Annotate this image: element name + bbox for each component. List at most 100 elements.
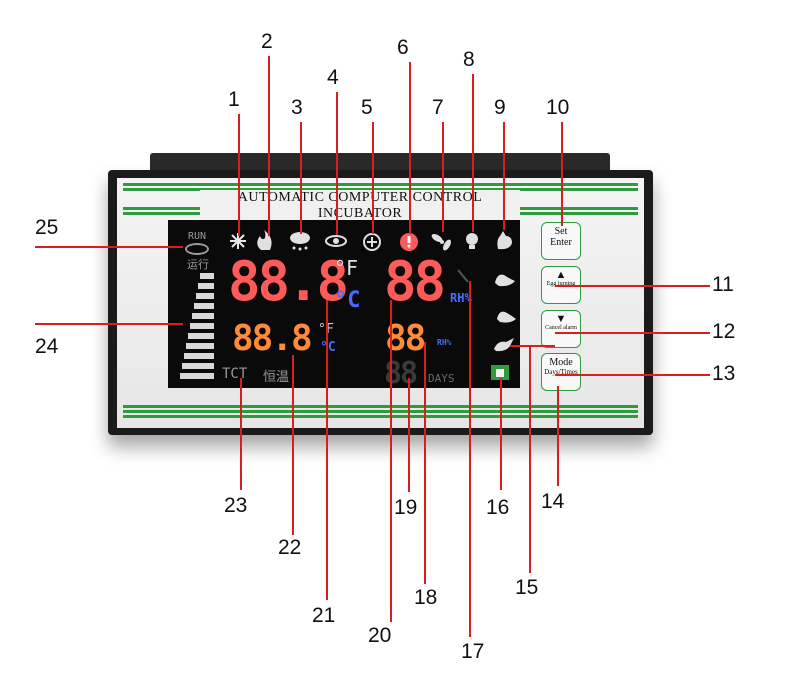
sub-rh-label: RH% bbox=[437, 338, 452, 347]
callout-20: 20 bbox=[368, 624, 392, 647]
alarm-icon bbox=[400, 233, 418, 251]
days-label: DAYS bbox=[428, 372, 455, 385]
green-stripe-bottom-2 bbox=[123, 410, 638, 413]
mode-button[interactable]: Mode Days/Times bbox=[541, 353, 581, 391]
bar-graph-segment bbox=[194, 303, 214, 309]
green-stripe-top-1 bbox=[123, 183, 638, 186]
leader-5 bbox=[372, 122, 374, 234]
callout-14: 14 bbox=[541, 490, 565, 513]
bar-graph-segment bbox=[184, 353, 214, 359]
bar-graph-segment bbox=[196, 293, 214, 299]
mist-cloud-icon bbox=[290, 232, 310, 251]
tct-label: TCT bbox=[222, 366, 248, 382]
down-arrow-icon: ▼ bbox=[555, 313, 567, 325]
enter-label: Enter bbox=[550, 237, 572, 248]
leader-7 bbox=[442, 122, 444, 232]
up-arrow-icon: ▲ bbox=[555, 269, 567, 281]
leader-2 bbox=[268, 56, 270, 236]
leader-24 bbox=[35, 323, 183, 325]
leader-23 bbox=[240, 378, 242, 490]
callout-5: 5 bbox=[361, 96, 373, 119]
callout-22: 22 bbox=[278, 536, 302, 559]
mode-label: Mode bbox=[549, 357, 573, 368]
callout-25: 25 bbox=[35, 216, 59, 239]
cancel-alarm-down-button[interactable]: ▼ Cancel alarm bbox=[541, 310, 581, 348]
pigeon-icon bbox=[494, 338, 514, 352]
run-label: RUN bbox=[188, 231, 207, 242]
bar-graph-segment bbox=[186, 343, 214, 349]
callout-17: 17 bbox=[461, 640, 485, 663]
days-display: 88 bbox=[384, 356, 418, 391]
callout-11: 11 bbox=[712, 273, 734, 296]
callout-23: 23 bbox=[224, 494, 248, 517]
deg-c-label: °C bbox=[334, 288, 361, 313]
leader-16 bbox=[500, 378, 502, 490]
goose-icon bbox=[495, 274, 515, 287]
deg-f-label: °F bbox=[334, 256, 359, 280]
leader-18 bbox=[424, 342, 426, 584]
callout-10: 10 bbox=[546, 96, 570, 119]
constant-temp-label: 恒温 bbox=[263, 370, 290, 385]
leader-9 bbox=[503, 122, 505, 230]
callout-7: 7 bbox=[432, 96, 444, 119]
callout-6: 6 bbox=[397, 36, 409, 59]
callout-8: 8 bbox=[463, 48, 475, 71]
leader-14 bbox=[557, 386, 559, 486]
sub-deg-f-label: °F bbox=[318, 322, 334, 337]
callout-2: 2 bbox=[261, 30, 273, 53]
leader-3 bbox=[300, 122, 302, 234]
sub-deg-c-label: °C bbox=[320, 340, 336, 355]
callout-13: 13 bbox=[712, 362, 736, 385]
bar-graph-segment bbox=[198, 283, 214, 289]
rh-percent-label: RH% bbox=[450, 291, 472, 305]
leader-17 bbox=[469, 281, 471, 637]
callout-12: 12 bbox=[712, 320, 736, 343]
leader-11 bbox=[555, 285, 710, 287]
set-enter-button[interactable]: Set Enter bbox=[541, 222, 581, 260]
leader-13 bbox=[555, 374, 710, 376]
leader-8 bbox=[472, 74, 474, 232]
device-top-cap bbox=[150, 153, 610, 175]
callout-9: 9 bbox=[494, 96, 506, 119]
leader-4 bbox=[336, 92, 338, 235]
callout-1: 1 bbox=[228, 88, 240, 111]
leader-1 bbox=[238, 114, 240, 236]
fan-icon bbox=[431, 234, 451, 251]
leader-22 bbox=[292, 355, 294, 535]
duck-icon bbox=[497, 311, 516, 323]
bulb-icon bbox=[466, 233, 478, 249]
sub-humidity-display: 88 bbox=[385, 318, 426, 359]
leader-19 bbox=[408, 378, 410, 492]
sub-temperature-display: 88.8 bbox=[232, 318, 313, 359]
leader-15-h bbox=[510, 345, 555, 347]
plus-circle-icon bbox=[363, 233, 381, 251]
green-stripe-bottom-3 bbox=[123, 415, 638, 418]
egg-turning-label: Egg turning bbox=[546, 281, 576, 287]
leader-20 bbox=[390, 300, 392, 622]
green-stripe-bottom-1 bbox=[123, 405, 638, 408]
callout-24: 24 bbox=[35, 335, 59, 358]
bar-graph-segment bbox=[192, 313, 214, 319]
bar-graph-segment bbox=[182, 363, 214, 369]
bar-graph-segment bbox=[180, 373, 214, 379]
main-temperature-display: 88.8 bbox=[228, 250, 349, 313]
device-title: AUTOMATIC COMPUTER CONTROL INCUBATOR bbox=[200, 190, 520, 222]
bar-graph-segment bbox=[188, 333, 214, 339]
leader-6 bbox=[409, 62, 411, 234]
bird-indicator-icon bbox=[457, 269, 469, 283]
callout-21: 21 bbox=[312, 604, 336, 627]
callout-15: 15 bbox=[515, 576, 539, 599]
egg-turning-indicator-icon bbox=[491, 365, 509, 380]
leader-10 bbox=[561, 122, 563, 226]
bar-graph-segment bbox=[200, 273, 214, 279]
lcd-screen bbox=[168, 220, 520, 388]
callout-16: 16 bbox=[486, 496, 510, 519]
flame-icon bbox=[257, 230, 272, 250]
leader-15-v bbox=[529, 345, 531, 573]
cancel-alarm-label: Cancel alarm bbox=[545, 325, 577, 331]
main-humidity-display: 88 bbox=[384, 250, 446, 313]
set-label: Set bbox=[554, 226, 568, 237]
snowflake-icon bbox=[230, 233, 246, 249]
callout-4: 4 bbox=[327, 66, 339, 89]
